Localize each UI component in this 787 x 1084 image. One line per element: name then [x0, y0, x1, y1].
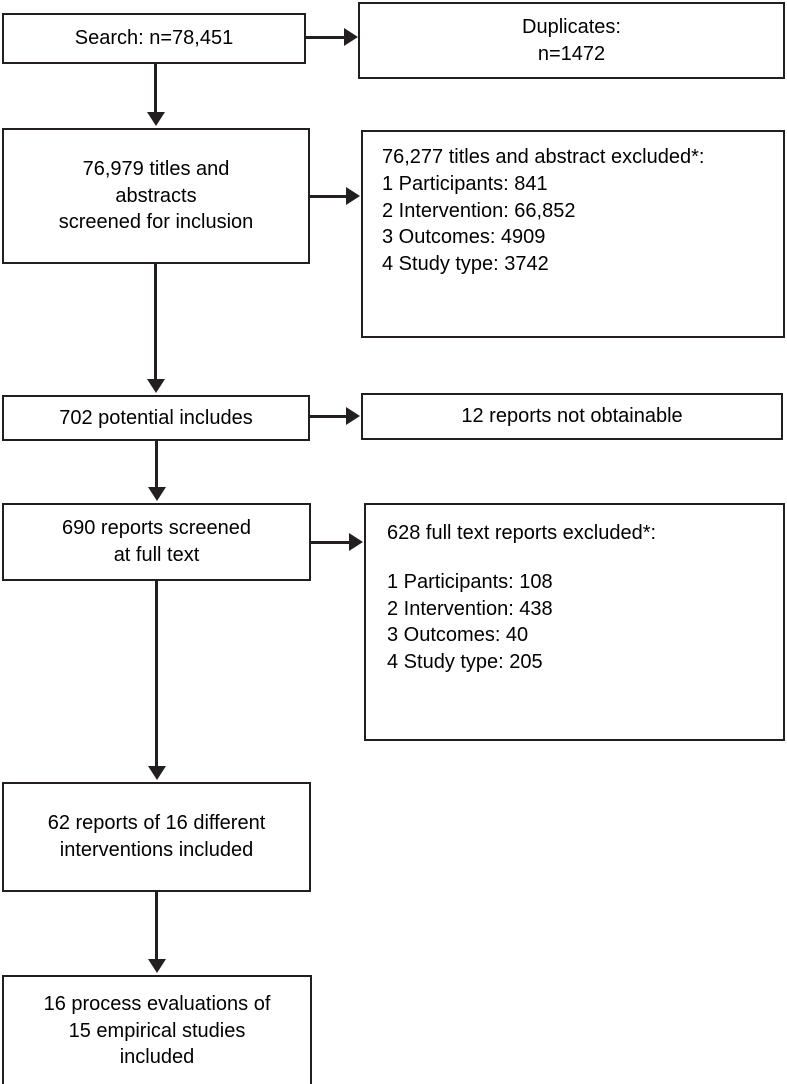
arrowhead-right-icon [346, 407, 360, 425]
arrowhead-right-icon [346, 187, 360, 205]
connector-search-to-duplicates [306, 36, 346, 39]
box-duplicates: Duplicates: n=1472 [358, 2, 785, 79]
box-titles-abstracts-screened: 76,979 titles and abstracts screened for… [2, 128, 310, 264]
box-screened-line-1: 76,979 titles and [82, 157, 230, 180]
excluded-ta-header: 76,277 titles and abstract excluded*: [382, 146, 705, 168]
box-process-evaluations: 16 process evaluations of 15 empirical s… [2, 975, 312, 1084]
box-process-line-3: included [119, 1046, 195, 1069]
arrowhead-right-icon [344, 28, 358, 46]
box-titles-abstracts-excluded: 76,277 titles and abstract excluded*: 1 … [361, 130, 785, 338]
connector-screened-to-potential [154, 264, 157, 381]
arrowhead-down-icon [148, 766, 166, 780]
connector-potential-to-notobtainable [310, 415, 348, 418]
box-potential-line-1: 702 potential includes [59, 406, 253, 429]
excluded-ft-reason-4: 4 Study type: 205 [387, 651, 543, 674]
connector-fulltext-to-included [155, 581, 158, 768]
connector-screened-to-excluded-ta [310, 195, 348, 198]
connector-fulltext-to-excluded-ft [311, 541, 351, 544]
box-full-text-excluded: 628 full text reports excluded*: 1 Parti… [364, 503, 785, 741]
box-full-text-screened: 690 reports screened at full text [2, 503, 311, 581]
connector-search-to-screened [154, 64, 157, 114]
box-potential-includes: 702 potential includes [2, 395, 310, 441]
box-notobtainable-line-1: 12 reports not obtainable [461, 405, 683, 428]
box-screened-line-3: screened for inclusion [58, 211, 254, 234]
arrowhead-right-icon [349, 533, 363, 551]
excluded-ft-reason-1: 1 Participants: 108 [387, 570, 553, 593]
excluded-ft-header: 628 full text reports excluded*: [387, 522, 657, 544]
box-fulltext-line-1: 690 reports screened [61, 517, 251, 540]
box-reports-not-obtainable: 12 reports not obtainable [361, 393, 783, 440]
excluded-ta-reason-1: 1 Participants: 841 [382, 172, 548, 195]
box-search-line-1: Search: n=78,451 [74, 27, 234, 50]
excluded-ft-reason-2: 2 Intervention: 438 [387, 597, 553, 620]
box-screened-line-2: abstracts [115, 184, 197, 207]
box-fulltext-line-2: at full text [113, 544, 200, 566]
arrowhead-down-icon [148, 959, 166, 973]
box-included-line-2: interventions included [59, 839, 254, 861]
box-included-reports: 62 reports of 16 different interventions… [2, 782, 311, 892]
box-process-line-1: 16 process evaluations of [43, 992, 271, 1015]
box-search: Search: n=78,451 [2, 13, 306, 64]
excluded-ta-reason-3: 3 Outcomes: 4909 [382, 226, 546, 249]
arrowhead-down-icon [147, 112, 165, 126]
excluded-ta-reason-2: 2 Intervention: 66,852 [382, 199, 576, 222]
box-duplicates-line-2: n=1472 [537, 42, 606, 65]
excluded-ft-reason-3: 3 Outcomes: 40 [387, 624, 529, 647]
arrowhead-down-icon [147, 379, 165, 393]
connector-potential-to-fulltext [155, 441, 158, 489]
arrowhead-down-icon [148, 487, 166, 501]
box-duplicates-line-1: Duplicates: [522, 15, 621, 38]
box-included-line-1: 62 reports of 16 different [47, 812, 266, 835]
connector-included-to-process [155, 892, 158, 961]
excluded-ta-reason-4: 4 Study type: 3742 [382, 253, 549, 276]
box-process-line-2: 15 empirical studies [68, 1019, 246, 1042]
